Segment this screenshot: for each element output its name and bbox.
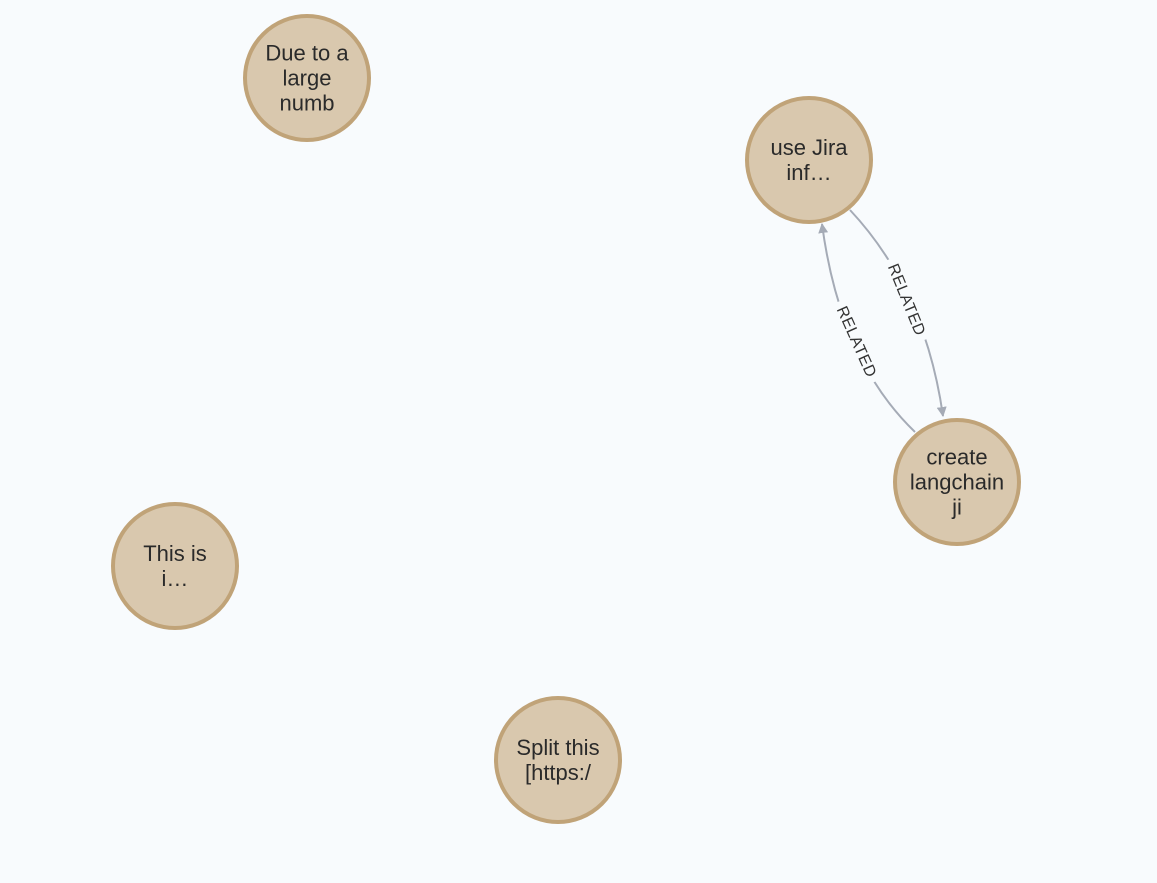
node-label-line: use Jira [770, 135, 848, 160]
graph-node[interactable]: Split this[https:/ [494, 696, 622, 824]
node-circle[interactable] [243, 14, 371, 142]
graph-node[interactable]: use Jirainf… [745, 96, 873, 224]
node-label-line: Due to a [265, 41, 349, 66]
node-circle[interactable] [111, 502, 239, 630]
edge-n3-n2[interactable]: RELATED [818, 223, 916, 433]
edge-line[interactable] [818, 223, 916, 433]
node-label-line: numb [279, 91, 334, 116]
node-label-line: i… [162, 566, 189, 591]
edge-label-background [828, 297, 884, 387]
graph-node[interactable]: This isi… [111, 502, 239, 630]
node-label-line: Split this [516, 735, 599, 760]
edge-label-background [879, 255, 933, 345]
node-label-line: create [926, 445, 987, 470]
node-circle[interactable] [494, 696, 622, 824]
node-circle[interactable] [893, 418, 1021, 546]
node-label-line: [https:/ [525, 760, 592, 785]
node-circle[interactable] [745, 96, 873, 224]
node-label-line: inf… [786, 160, 831, 185]
node-label-line: langchain [910, 470, 1004, 495]
node-label-line: large [283, 66, 332, 91]
node-label-line: ji [951, 495, 962, 520]
node-label-line: This is [143, 541, 207, 566]
